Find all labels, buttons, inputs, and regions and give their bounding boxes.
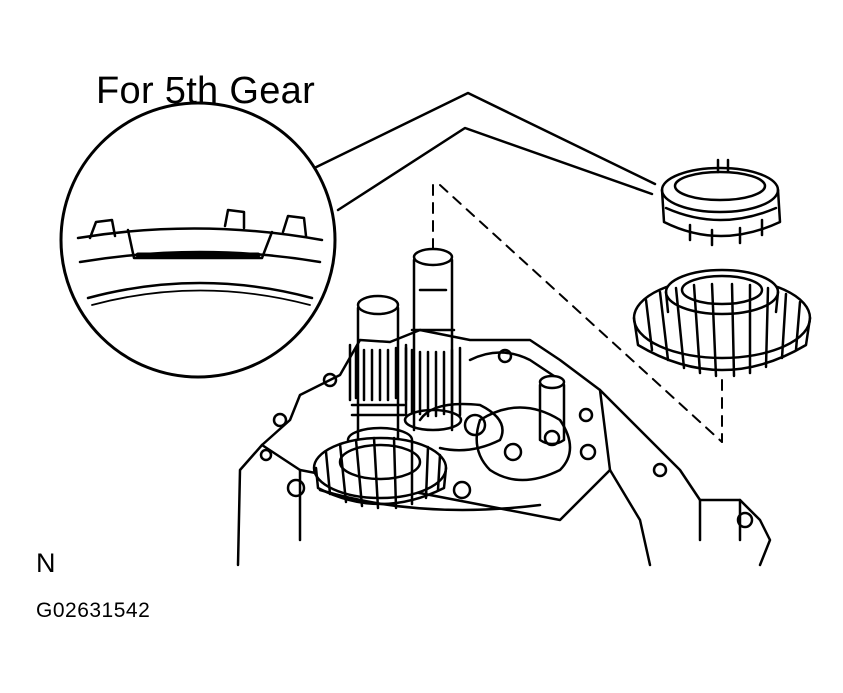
synchronizer-ring [660,158,782,247]
input-shaft [403,247,463,432]
output-shaft [346,294,414,454]
detail-magnifier-circle [59,101,337,379]
locating-pin [538,374,566,446]
counter-gear [312,436,448,510]
detail-title: For 5th Gear [96,70,316,112]
bearing-retainer-plate [418,402,504,452]
detail-leader-line [298,91,657,212]
assembly-guide-dashed-lines [432,184,723,443]
figure-id: G02631542 [36,599,151,622]
direction-code: N [36,548,56,578]
transmission-case [236,328,772,567]
fifth-driven-gear [632,268,812,378]
